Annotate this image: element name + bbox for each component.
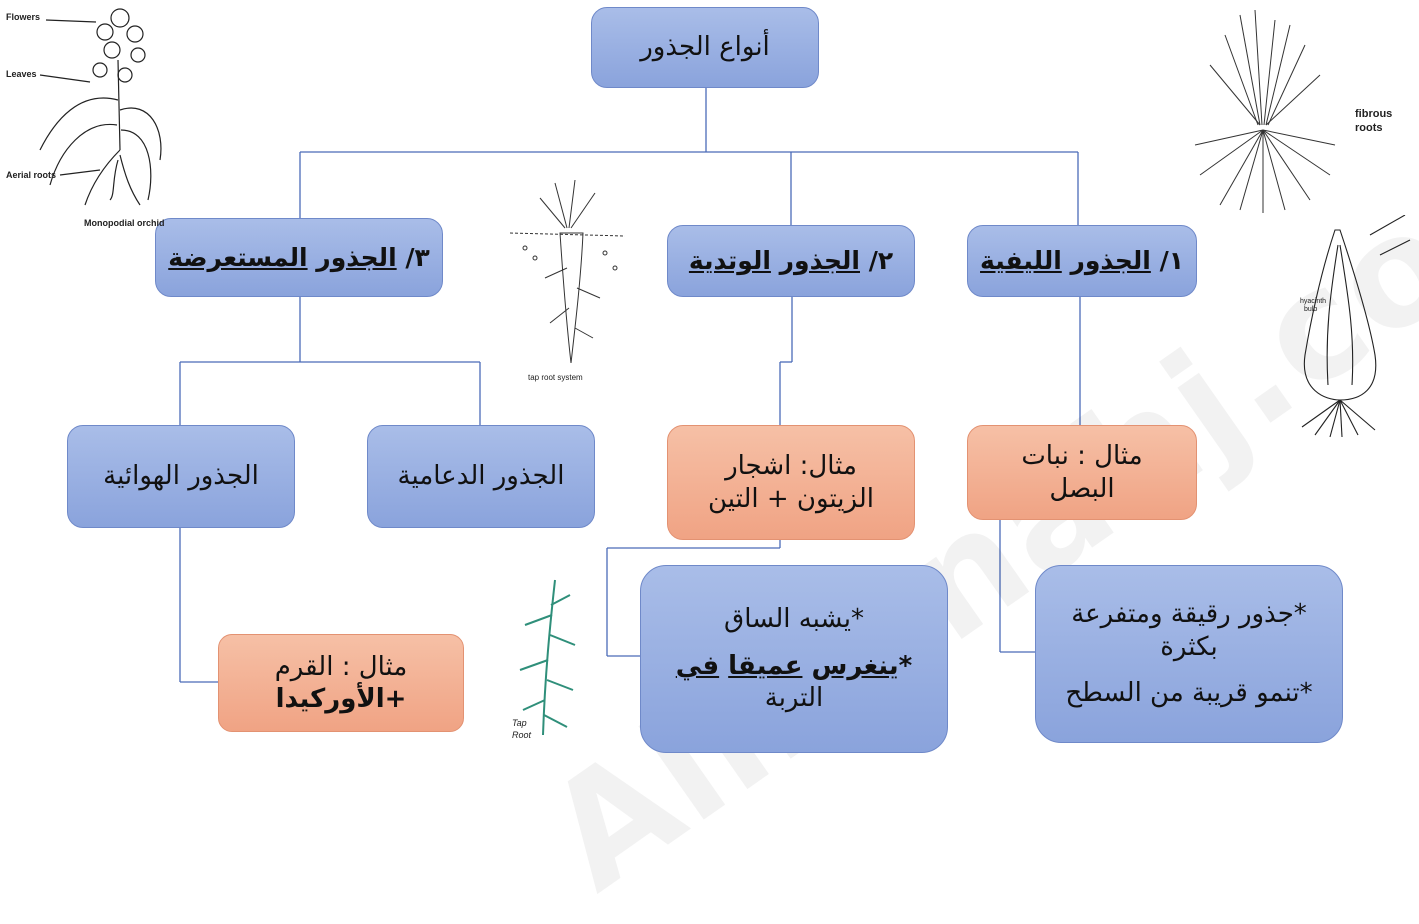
aerial-roots-label: الجذور الهوائية xyxy=(103,461,259,492)
bulb-caption-2: bulb xyxy=(1304,306,1318,313)
aerial-example-line1: مثال : القرم xyxy=(274,651,408,682)
taproot-example-node: مثال: اشجار الزيتون + التين xyxy=(667,425,915,540)
taproot-note-line2: *ينغرس عميقا في xyxy=(676,650,912,683)
orchid-caption: Monopodial orchid xyxy=(84,218,165,228)
fibrous-notes-node: *جذور رقيقة ومتفرعة بكثرة *تنمو قريبة من… xyxy=(1035,565,1343,743)
support-roots-label: الجذور الدعامية xyxy=(397,461,565,492)
orchid-illustration xyxy=(39,8,162,206)
tap-root-caption-2: Root xyxy=(512,730,532,740)
taproot-node: ٢/ الجذور الوتدية xyxy=(667,225,915,297)
orchid-label-leaves: Leaves xyxy=(6,69,37,79)
fibrous-roots-illustration xyxy=(1194,9,1336,213)
support-roots-node: الجذور الدعامية xyxy=(367,425,595,528)
adventitious-heading: ٣/ الجذور المستعرضة xyxy=(168,242,430,273)
taproot-note-word3: في xyxy=(675,650,720,681)
fibrous-word2: الليفية xyxy=(980,246,1062,276)
root-types-diagram: Almanahj.com/kw أنواع الجذور ١/ الجذور ا… xyxy=(6,0,1419,924)
fibrous-note-line2: بكثرة xyxy=(1160,631,1218,662)
taproot-example-line2: الزيتون + التين xyxy=(707,483,875,514)
fibrous-word1: الجذور xyxy=(1070,246,1151,276)
fibrous-caption-2: roots xyxy=(1355,122,1383,134)
adventitious-word1: الجذور xyxy=(316,242,397,272)
fibrous-roots-node: ١/ الجذور الليفية xyxy=(967,225,1197,297)
fibrous-note-line3: *تنمو قريبة من السطح xyxy=(1065,678,1313,709)
bulb-caption-1: hyacinth xyxy=(1300,298,1327,305)
fibrous-example-line1: مثال : نبات xyxy=(1021,441,1143,471)
fibrous-note-line1: *جذور رقيقة ومتفرعة xyxy=(1071,599,1307,630)
fibrous-number: ١/ xyxy=(1150,246,1184,276)
taproot-system-illustration xyxy=(509,179,626,364)
fibrous-roots-heading: ١/ الجذور الليفية xyxy=(980,245,1184,276)
fibrous-example-node: مثال : نبات البصل xyxy=(967,425,1197,520)
taproot-word2: الوتدية xyxy=(688,246,771,276)
taproot-note-word1: ينغرس xyxy=(811,650,899,681)
taproot-notes-node: *يشبه الساق *ينغرس عميقا في التربة xyxy=(640,565,948,753)
taproot-note-word2: عميقا xyxy=(728,650,803,681)
aerial-example-node: مثال : القرم +الأوركيدا xyxy=(218,634,464,732)
adventitious-roots-node: ٣/ الجذور المستعرضة xyxy=(155,218,443,297)
taproot-number: ٢/ xyxy=(860,246,894,276)
root-node-label: أنواع الجذور xyxy=(640,32,770,63)
adventitious-number: ٣/ xyxy=(396,242,430,272)
orchid-label-aerial: Aerial roots xyxy=(6,170,57,180)
aerial-example-line2: +الأوركيدا xyxy=(275,684,407,714)
taproot-note-star: * xyxy=(898,650,913,681)
root-node: أنواع الجذور xyxy=(591,7,819,88)
tap-root-illustration xyxy=(519,579,576,736)
taproot-note-line3: التربة xyxy=(764,683,824,714)
taproot-heading: ٢/ الجذور الوتدية xyxy=(689,245,893,276)
connector-lines xyxy=(179,88,1081,683)
orchid-label-flowers: Flowers xyxy=(6,12,41,22)
fibrous-example-line2: البصل xyxy=(1049,473,1115,504)
taproot-example-line1: مثال: اشجار xyxy=(725,451,857,481)
taproot-system-caption: tap root system xyxy=(528,373,583,382)
aerial-roots-node: الجذور الهوائية xyxy=(67,425,295,528)
bulb-illustration xyxy=(1301,215,1411,438)
taproot-word1: الجذور xyxy=(779,246,860,276)
adventitious-word2: المستعرضة xyxy=(168,242,308,272)
taproot-note-line1: *يشبه الساق xyxy=(724,604,864,635)
fibrous-caption-1: fibrous xyxy=(1355,108,1393,120)
tap-root-caption-1: Tap xyxy=(512,718,527,728)
